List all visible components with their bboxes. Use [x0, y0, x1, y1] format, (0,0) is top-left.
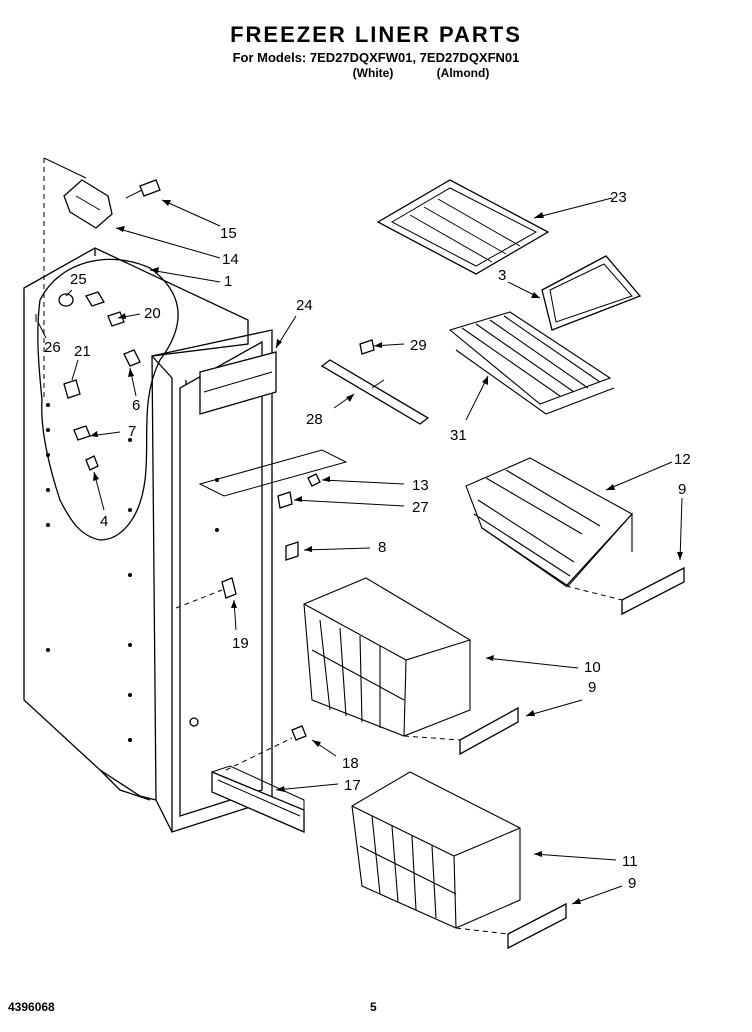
callout-28: 28: [306, 411, 323, 428]
callout-9c: 9: [628, 875, 636, 892]
callout-11: 11: [622, 853, 638, 870]
leader-lines: [37, 197, 683, 905]
callout-3: 3: [498, 267, 506, 284]
callout-17: 17: [344, 777, 361, 794]
callout-9a: 9: [678, 481, 686, 498]
freezer-liner: [23, 157, 305, 833]
callout-8: 8: [378, 539, 386, 556]
variant-almond: (Almond): [436, 66, 490, 80]
document-number: 4396068: [8, 1000, 55, 1014]
callout-18: 18: [342, 755, 359, 772]
callout-13: 13: [412, 477, 429, 494]
variant-white: (White): [352, 66, 394, 80]
callout-12: 12: [674, 451, 691, 468]
callout-20: 20: [144, 305, 161, 322]
callout-labels: 1 3 4 6 7 8 9 9 9 10 11 12 13 14 15 17 1…: [44, 189, 691, 892]
callout-14: 14: [222, 251, 239, 268]
page-number: 5: [370, 1000, 377, 1014]
callout-7: 7: [128, 423, 136, 440]
page-title: FREEZER LINER PARTS: [230, 22, 522, 47]
callout-9b: 9: [588, 679, 596, 696]
callout-4: 4: [100, 513, 108, 530]
callout-23: 23: [610, 189, 627, 206]
callout-31: 31: [450, 427, 467, 444]
callout-1: 1: [224, 273, 232, 290]
callout-27: 27: [412, 499, 429, 516]
model-variants: (White) (Almond): [0, 66, 752, 80]
callout-15: 15: [220, 225, 237, 242]
small-parts: [35, 179, 430, 771]
callout-25: 25: [70, 271, 87, 288]
callout-24: 24: [296, 297, 313, 314]
callout-29: 29: [410, 337, 427, 354]
callout-26: 26: [44, 339, 61, 356]
callout-19: 19: [232, 635, 249, 652]
shelves-and-baskets: [303, 179, 685, 950]
callout-10: 10: [584, 659, 601, 676]
callout-6: 6: [132, 397, 140, 414]
models-line: For Models: 7ED27DQXFW01, 7ED27DQXFN01: [232, 50, 520, 65]
callout-21: 21: [74, 343, 91, 360]
